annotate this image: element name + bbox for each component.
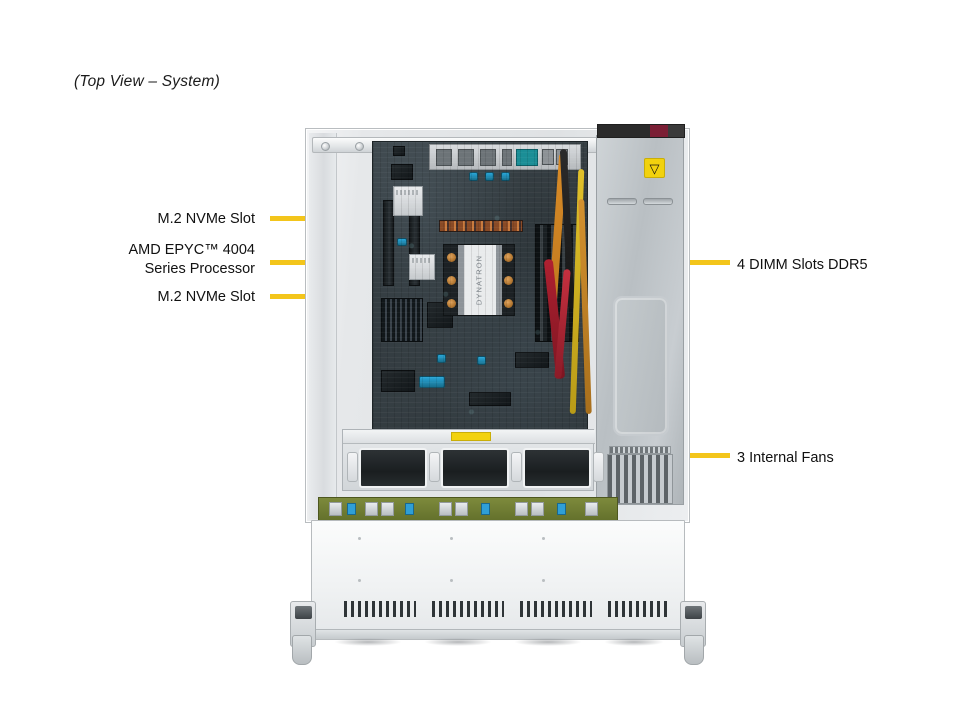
vrm-capacitor-row	[439, 220, 523, 232]
psu-vent-grille	[607, 454, 673, 504]
front-control-panel-left[interactable]	[295, 606, 312, 619]
psu-access-panel	[613, 296, 669, 436]
internal-fan-1	[359, 448, 427, 488]
rack-foot-left	[292, 635, 312, 665]
fan-bracket-bar	[343, 430, 595, 444]
rack-foot-right	[684, 635, 704, 665]
front-control-panel-right[interactable]	[685, 606, 702, 619]
psu-warning-label: ▽	[644, 158, 665, 178]
bezel-vent-group-4	[608, 601, 670, 617]
chipset-heatsink	[381, 298, 423, 342]
front-panel-header	[419, 376, 445, 388]
page-title: (Top View – System)	[74, 73, 220, 90]
callout-label-internal-fans: 3 Internal Fans	[737, 450, 834, 466]
m2-nvme-slot-lower	[409, 254, 435, 280]
cpu-heatsink: DYNATRON	[443, 244, 515, 316]
callout-label-cpu-line2: Series Processor	[144, 261, 255, 277]
bezel-vent-group-1	[344, 601, 416, 617]
m2-nvme-slot-upper	[393, 186, 423, 216]
warning-triangle-icon: ▽	[649, 160, 660, 176]
chassis-left-wall	[309, 133, 337, 519]
pcie-slot-1	[383, 200, 394, 286]
heatsink-brand-text: DYNATRON	[474, 254, 484, 306]
callout-label-m2-slot-upper: M.2 NVMe Slot	[157, 211, 256, 227]
internal-fan-3	[523, 448, 591, 488]
chassis-shell: DYNATRON	[305, 124, 690, 523]
bezel-bottom-edge	[312, 629, 686, 639]
drive-backplane	[318, 497, 618, 521]
callout-label-m2-slot-lower: M.2 NVMe Slot	[157, 289, 256, 305]
psu-vent-cap	[609, 446, 671, 454]
server-chassis-photo: DYNATRON	[290, 124, 706, 665]
front-bezel	[290, 520, 706, 665]
bezel-vent-group-3	[520, 601, 592, 617]
psu-rear-connector	[597, 124, 685, 138]
callout-label-dimm-slots: 4 DIMM Slots DDR5	[737, 257, 868, 273]
fan-warning-label	[451, 432, 491, 441]
callout-label-cpu-line1: AMD EPYC™ 4004	[128, 242, 255, 258]
internal-fan-2	[441, 448, 509, 488]
vga-port	[516, 149, 538, 166]
bezel-vent-group-2	[432, 601, 504, 617]
fan-wall-bracket	[342, 429, 604, 491]
power-supply-unit: ▽	[596, 124, 685, 505]
